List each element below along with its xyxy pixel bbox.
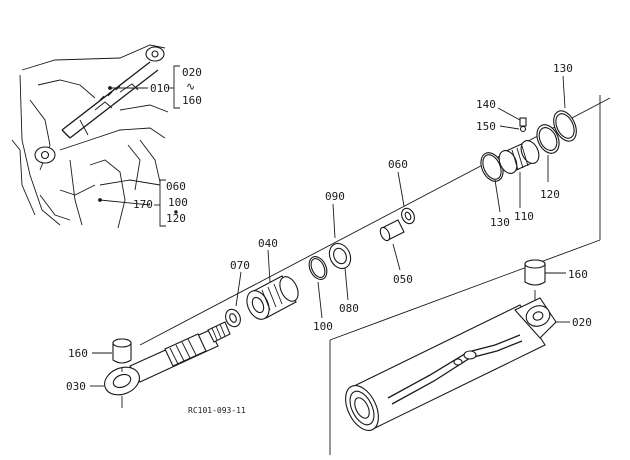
label-150: 150	[476, 120, 496, 133]
label-070: 070	[230, 259, 250, 272]
bushing-160-right	[524, 259, 566, 300]
cylinder-barrel-020	[345, 297, 570, 431]
part-labels: 010 020 ∿ 160 060 100 120 170 040 070 09…	[66, 62, 592, 415]
label-170-a: 060	[166, 180, 186, 193]
head-040	[246, 249, 299, 320]
label-100: 100	[313, 320, 333, 333]
bracket-170	[154, 179, 166, 227]
tractor-context-sketch	[11, 44, 169, 229]
label-050: 050	[393, 273, 413, 286]
label-060: 060	[388, 158, 408, 171]
label-170-b: 100	[168, 196, 188, 209]
label-130-bottom: 130	[490, 216, 510, 229]
label-030: 030	[66, 380, 86, 393]
label-110: 110	[514, 210, 534, 223]
label-020: 020	[572, 316, 592, 329]
label-090: 090	[325, 190, 345, 203]
label-020-range-start: 020	[182, 66, 202, 79]
nut-070	[225, 271, 242, 328]
assembly-axis-lines	[139, 95, 611, 455]
drawing-code: RC101-093-11	[188, 406, 246, 415]
label-080: 080	[339, 302, 359, 315]
label-040: 040	[258, 237, 278, 250]
label-130-top: 130	[553, 62, 573, 75]
label-170-c: 120	[166, 212, 186, 225]
seals-080-090-100	[308, 203, 352, 319]
label-010: 010	[150, 82, 170, 95]
label-170: 170	[133, 198, 153, 211]
rod-assembly-030	[104, 321, 231, 408]
label-120: 120	[540, 188, 560, 201]
piston-group	[480, 75, 577, 213]
label-160-right: 160	[568, 268, 588, 281]
label-020-range-end: 160	[182, 94, 202, 107]
label-160-left: 160	[68, 347, 88, 360]
range-bracket-020-160	[168, 65, 180, 109]
parts-050-060	[379, 171, 415, 271]
label-range-sep: ∿	[186, 80, 195, 93]
label-140: 140	[476, 98, 496, 111]
